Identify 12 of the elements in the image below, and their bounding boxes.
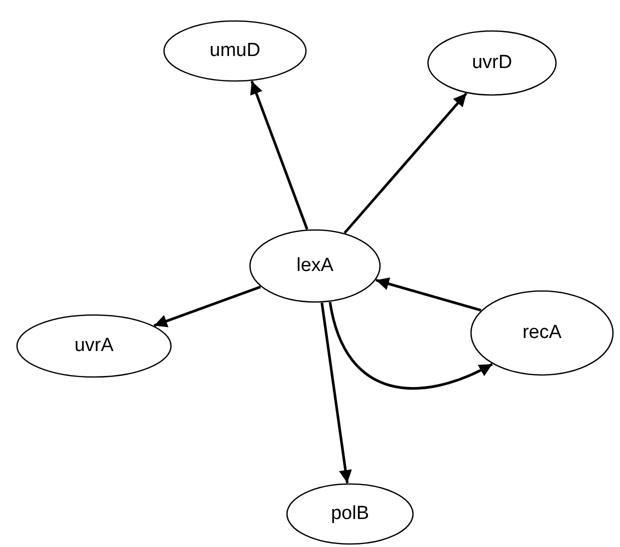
arrow [344, 92, 468, 234]
node-label: uvrD [472, 52, 512, 74]
arrow [376, 277, 482, 312]
node-label: umuD [210, 40, 260, 62]
node-label: lexA [296, 255, 334, 277]
arrow [250, 80, 308, 230]
node-label: uvrA [74, 335, 114, 357]
arrow [320, 302, 352, 484]
node-label: recA [522, 322, 562, 344]
node-label: polB [330, 503, 370, 525]
arrow [154, 286, 261, 328]
arrow [328, 302, 493, 390]
